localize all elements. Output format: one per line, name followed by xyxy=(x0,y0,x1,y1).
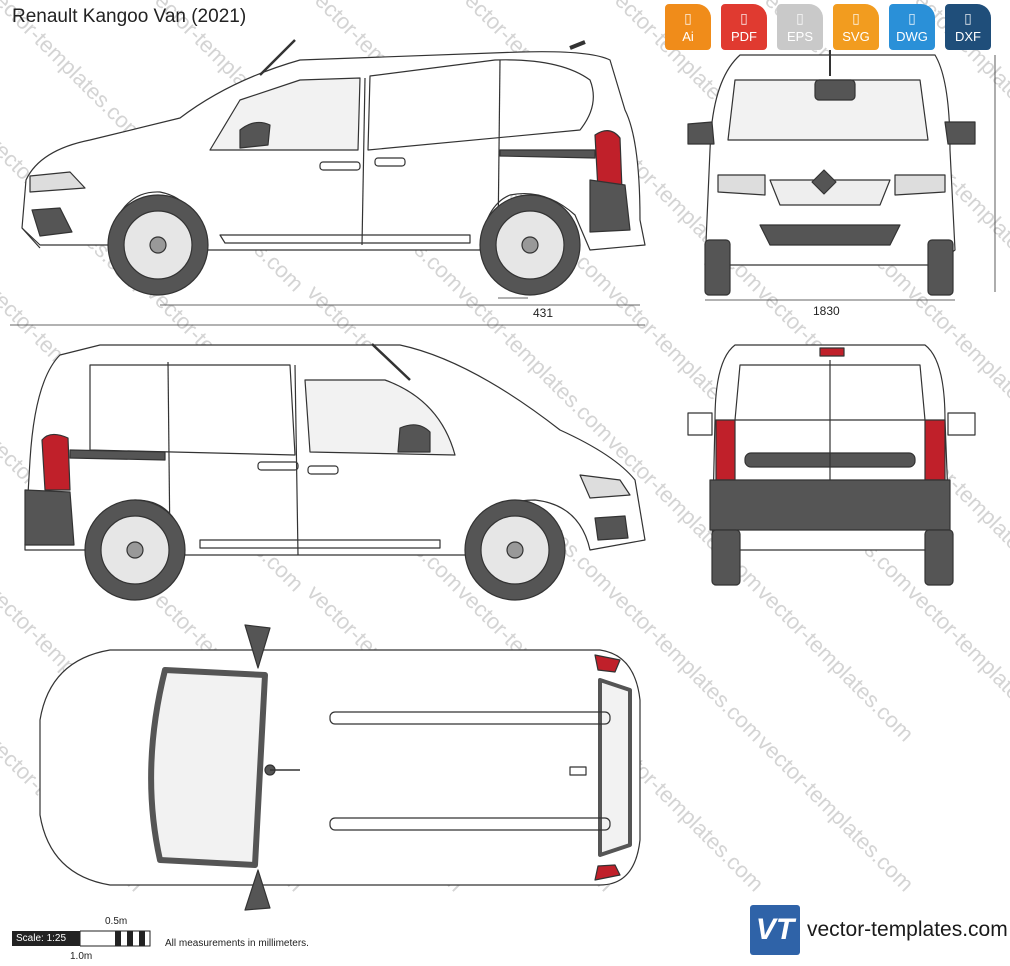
brand-name: vector-templates.com xyxy=(807,918,1008,941)
ai-file-icon: ▯ xyxy=(684,10,692,26)
format-label: EPS xyxy=(786,29,813,44)
format-label: Ai xyxy=(682,29,694,44)
top-view xyxy=(39,624,641,911)
dimension-lines xyxy=(10,55,996,326)
rear-view xyxy=(687,344,976,586)
format-badge-dxf[interactable]: ▯ DXF xyxy=(945,4,991,50)
format-label: DWG xyxy=(896,29,928,44)
overhang-dimension: 431 xyxy=(533,306,554,320)
dxf-file-icon: ▯ xyxy=(964,10,972,26)
scale-bar xyxy=(80,930,151,947)
measurement-note: All measurements in millimeters. xyxy=(165,938,309,949)
format-badge-svg[interactable]: ▯ SVG xyxy=(833,4,879,50)
side-view-left xyxy=(21,39,646,296)
dwg-file-icon: ▯ xyxy=(908,10,916,26)
width-dimension: 1830 xyxy=(813,304,840,318)
format-badge-dwg[interactable]: ▯ DWG xyxy=(889,4,935,50)
format-label: SVG xyxy=(842,29,870,44)
brand-logo: VT xyxy=(750,905,800,955)
page-title: Renault Kangoo Van (2021) xyxy=(12,6,247,27)
eps-file-icon: ▯ xyxy=(796,10,804,26)
pdf-file-icon: ▯ xyxy=(740,10,748,26)
scale-one-meter: 1.0m xyxy=(70,951,93,962)
side-view-right xyxy=(24,343,646,601)
scale-label: Scale: 1:25 xyxy=(12,931,80,946)
format-badge-eps[interactable]: ▯ EPS xyxy=(777,4,823,50)
svg-file-icon: ▯ xyxy=(852,10,860,26)
format-label: DXF xyxy=(955,29,981,44)
format-badge-pdf[interactable]: ▯ PDF xyxy=(721,4,767,50)
format-label: PDF xyxy=(731,29,757,44)
format-badge-ai[interactable]: ▯ Ai xyxy=(665,4,711,50)
front-view xyxy=(687,50,976,296)
scale-half-meter: 0.5m xyxy=(105,916,128,927)
